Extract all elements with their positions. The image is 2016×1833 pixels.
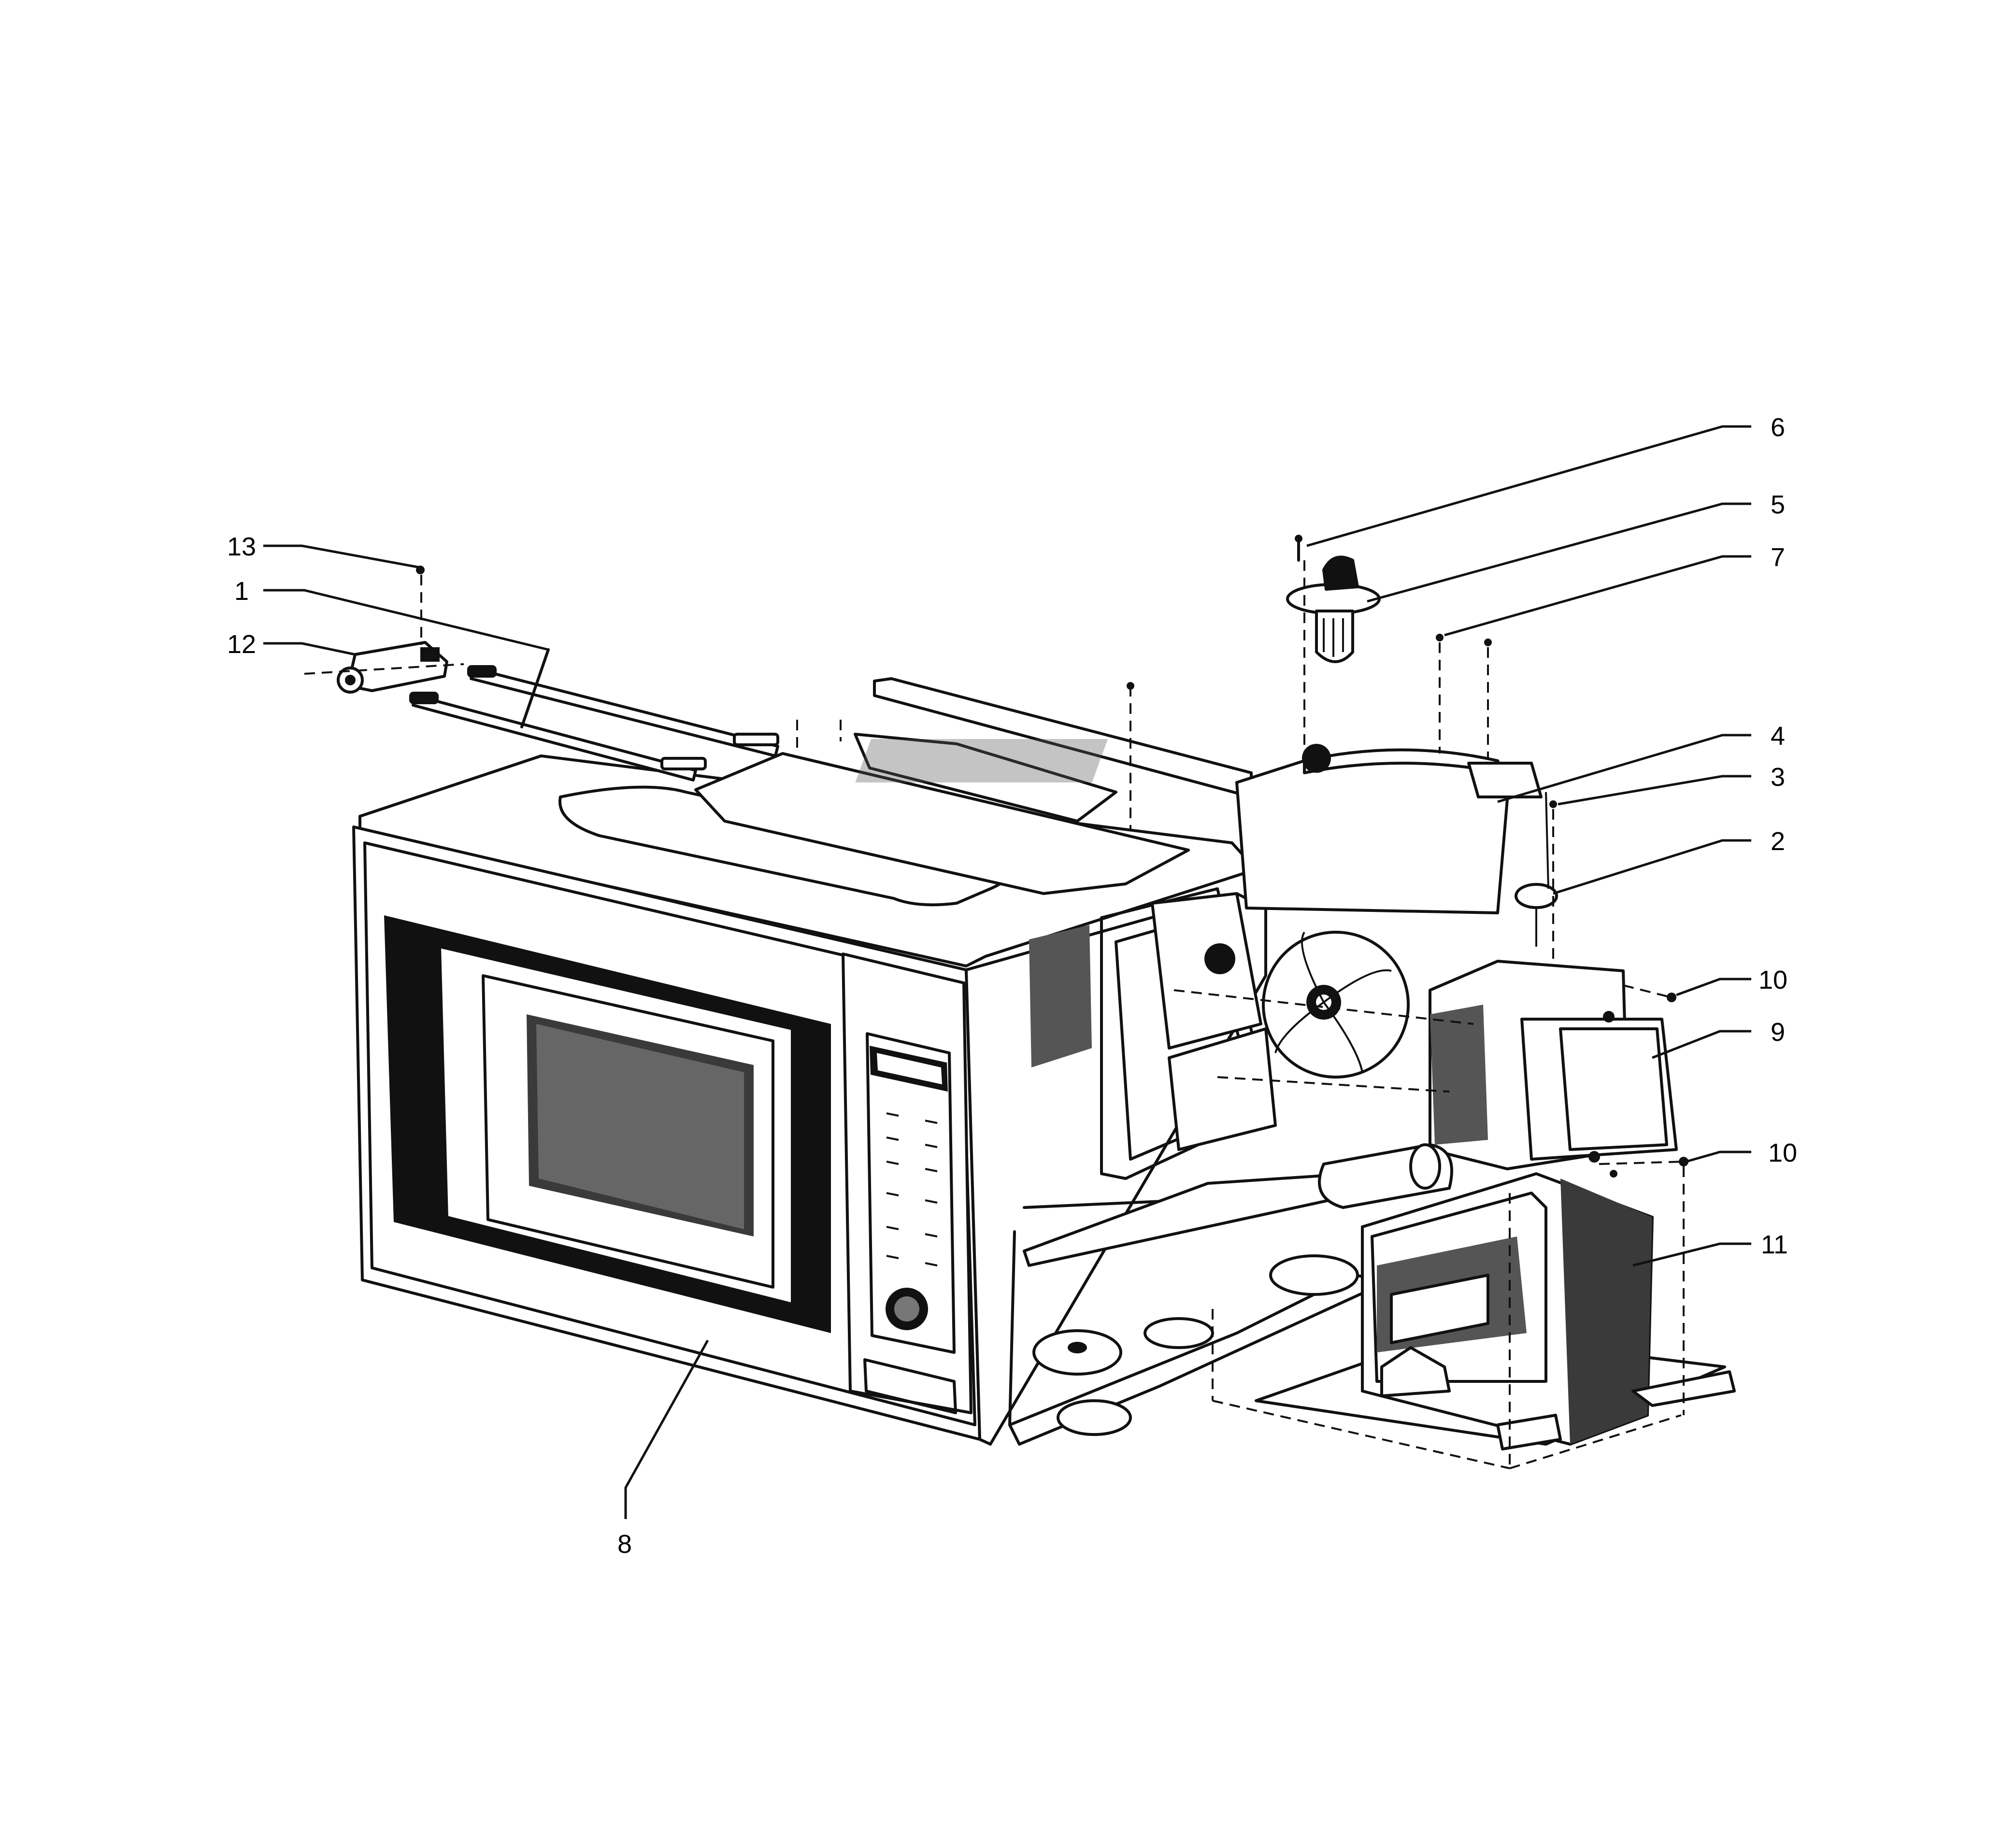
callout-5: 5 [1771, 490, 1785, 519]
microwave-oven [352, 677, 1393, 1446]
screw-3 [1549, 800, 1557, 966]
cooling-fan [1151, 892, 1410, 1151]
top-vent-grille [855, 739, 1108, 782]
hv-capacitor [1318, 1143, 1453, 1209]
side-vent [1029, 925, 1092, 1067]
callout-12: 12 [227, 630, 256, 659]
callout-leaders [263, 425, 1751, 1519]
callout-1: 1 [234, 577, 249, 606]
heater-bracket [337, 641, 448, 694]
callout-3: 3 [1771, 763, 1785, 792]
lamp-screw [1295, 535, 1302, 562]
grill-heater [409, 648, 779, 782]
transformer [1255, 1172, 1736, 1450]
thermostat [1515, 792, 1558, 947]
lamp-holder [1286, 555, 1381, 663]
callout-2: 2 [1771, 827, 1785, 856]
callout-9: 9 [1771, 1018, 1785, 1047]
callout-13: 13 [227, 532, 256, 561]
magnetron [1429, 960, 1678, 1170]
callout-4: 4 [1771, 722, 1785, 751]
callout-11: 11 [1761, 1230, 1788, 1259]
control-knob [886, 1288, 928, 1330]
turntable-motor [1032, 1329, 1132, 1436]
air-duct [1235, 744, 1543, 914]
control-buttons [886, 1112, 938, 1266]
callout-8: 8 [617, 1530, 632, 1559]
callout-10-lower: 10 [1768, 1138, 1797, 1167]
screws-7 [1436, 634, 1492, 758]
callout-labels: 13 1 12 6 5 7 4 3 2 10 9 10 11 8 [227, 413, 1797, 1559]
callout-10-upper: 10 [1759, 966, 1787, 995]
callout-7: 7 [1771, 543, 1785, 572]
screw-13 [416, 566, 425, 645]
screw-10-upper [1667, 993, 1676, 1002]
callout-6: 6 [1771, 413, 1785, 442]
screw-10-lower [1679, 1157, 1688, 1166]
